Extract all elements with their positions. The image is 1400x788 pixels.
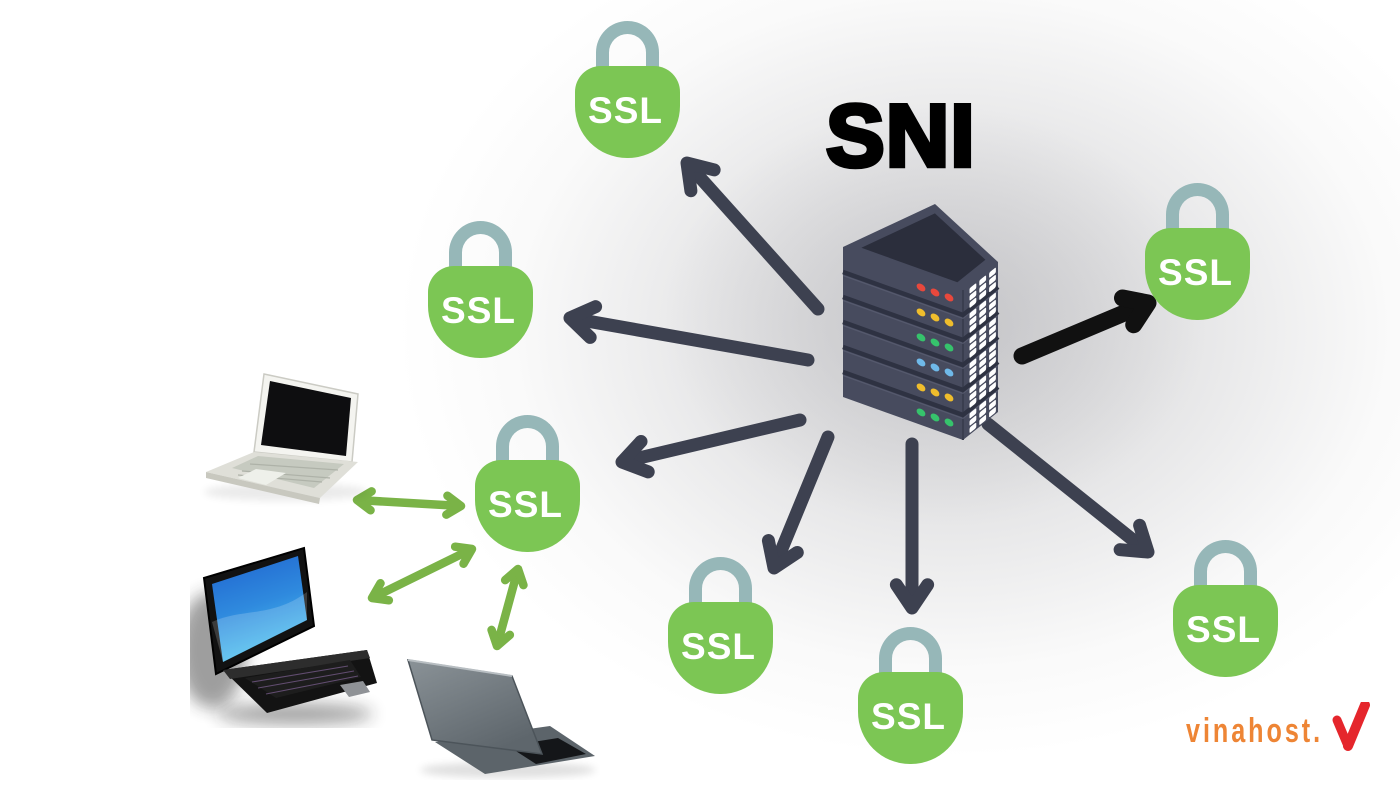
laptop-silver-icon xyxy=(204,373,368,504)
lock-label: SSL xyxy=(1158,251,1233,293)
server-led-yellow xyxy=(944,393,954,402)
server-led-yellow xyxy=(944,318,954,327)
server-led-red xyxy=(930,288,940,297)
server-vent-grid xyxy=(969,267,996,433)
server-top-panel xyxy=(861,213,986,283)
server-unit-seams xyxy=(842,269,1000,420)
server-arrow xyxy=(615,413,807,479)
ssl-lock-bottom-right: SSL xyxy=(1173,540,1278,677)
client-link-arrow xyxy=(487,564,528,651)
server-led-green xyxy=(944,418,954,427)
server-led-blue xyxy=(916,358,926,367)
lock-label: SSL xyxy=(1186,608,1261,650)
client-link-arrow xyxy=(367,542,477,605)
brand-text: vinahost. xyxy=(1186,712,1324,750)
brand-logo: vinahost. xyxy=(1186,702,1373,754)
server-arrow xyxy=(563,300,815,367)
lock-label: SSL xyxy=(871,695,946,737)
ssl-lock-left: SSL xyxy=(428,221,533,358)
server-led-green xyxy=(916,333,926,342)
lock-body: SSL xyxy=(1173,585,1278,677)
server-led-yellow xyxy=(930,388,940,397)
lock-label: SSL xyxy=(441,289,516,331)
lock-body: SSL xyxy=(668,602,773,694)
server-led-green xyxy=(930,338,940,347)
server-led-red xyxy=(944,293,954,302)
server-led-blue xyxy=(930,363,940,372)
ssl-lock-right: SSL xyxy=(1145,183,1250,320)
client-link-arrow xyxy=(352,487,466,519)
laptop-gray-icon xyxy=(406,659,596,778)
lock-label: SSL xyxy=(488,483,563,525)
ssl-lock-top: SSL xyxy=(575,21,680,158)
lock-body: SSL xyxy=(475,460,580,552)
server-arrow xyxy=(1013,289,1157,365)
server-led-yellow xyxy=(916,383,926,392)
server-led-green xyxy=(930,413,940,422)
lock-label: SSL xyxy=(588,89,663,131)
server-arrow xyxy=(981,417,1155,559)
server-led-red xyxy=(916,283,926,292)
server-led-blue xyxy=(944,368,954,377)
ssl-lock-client: SSL xyxy=(475,415,580,552)
server-led-green xyxy=(916,408,926,417)
server-arrow xyxy=(761,430,835,575)
server-led-yellow xyxy=(916,308,926,317)
laptop-black-icon xyxy=(190,546,377,725)
ssl-lock-bottom-left: SSL xyxy=(668,557,773,694)
server-led-green xyxy=(944,343,954,352)
brand-check-icon xyxy=(1332,702,1371,751)
lock-body: SSL xyxy=(428,266,533,358)
server-arrow xyxy=(889,437,935,615)
server-icon xyxy=(842,204,1000,440)
ssl-lock-bottom-center: SSL xyxy=(858,627,963,764)
diagram-title: SNI xyxy=(824,86,977,185)
lock-body: SSL xyxy=(575,66,680,158)
lock-label: SSL xyxy=(681,625,756,667)
server-led-lights xyxy=(916,283,954,427)
server-led-yellow xyxy=(930,313,940,322)
lock-body: SSL xyxy=(858,672,963,764)
server-arrow xyxy=(680,156,825,316)
lock-body: SSL xyxy=(1145,228,1250,320)
